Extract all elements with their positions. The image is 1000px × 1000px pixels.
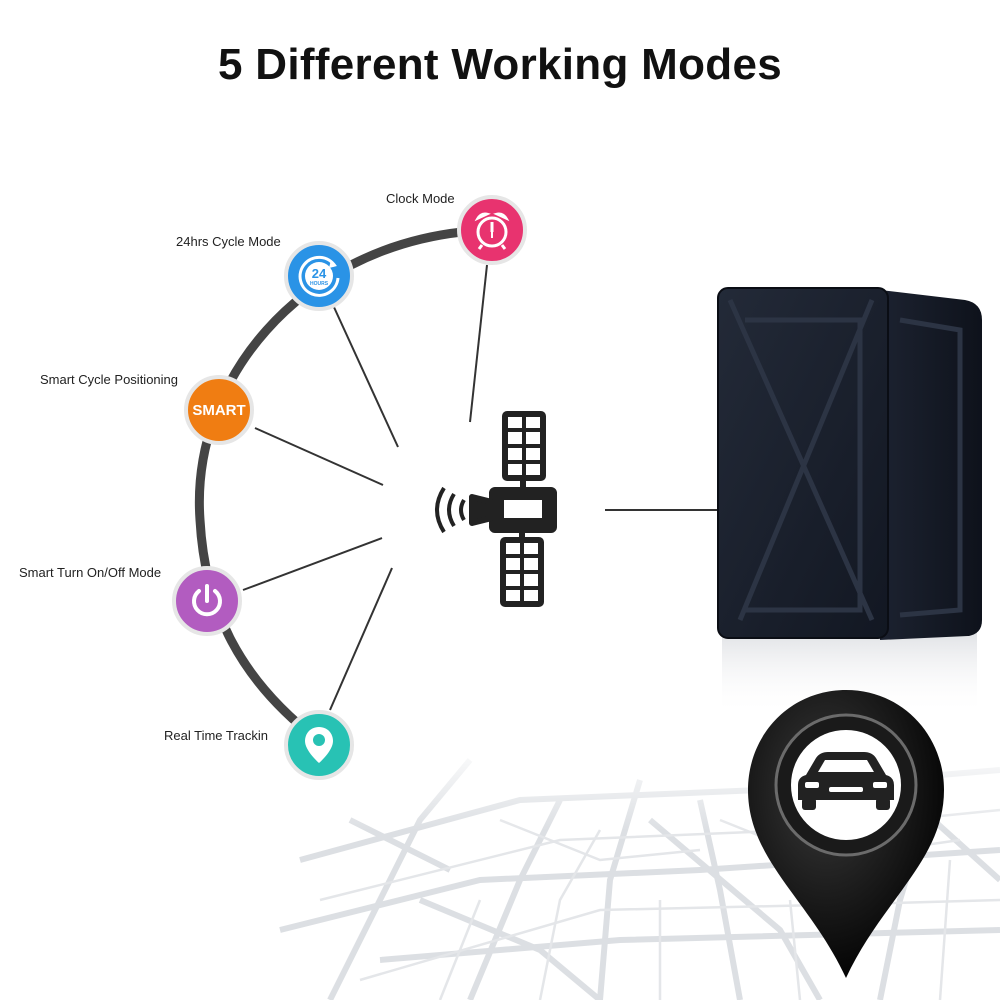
smart-turn-onoff-mode-label: Smart Turn On/Off Mode — [19, 565, 162, 580]
24hrs-cycle-mode-label: 24hrs Cycle Mode — [176, 234, 281, 249]
real-time-tracking-label: Real Time Trackin — [164, 728, 269, 743]
satellite-icon — [435, 411, 557, 607]
24hrs-cycle-badge: 24 HOURS — [284, 241, 354, 311]
car-icon — [798, 752, 894, 810]
smart-turn-onoff-badge — [172, 566, 242, 636]
24-hours-icon: 24 HOURS — [298, 255, 340, 297]
smart-cycle-badge: SMART — [184, 375, 254, 445]
real-time-tracking-badge — [284, 710, 354, 780]
location-marker — [748, 690, 944, 978]
power-icon — [192, 584, 222, 617]
location-pin-icon — [305, 727, 333, 763]
smart-text-icon: SMART — [192, 401, 246, 419]
alarm-clock-icon — [474, 212, 510, 250]
svg-text:24: 24 — [312, 266, 327, 281]
clock-mode-badge — [457, 195, 527, 265]
page-title: 5 Different Working Modes — [217, 40, 783, 89]
svg-text:HOURS: HOURS — [310, 281, 329, 287]
clock-mode-label: Clock Mode — [386, 191, 455, 206]
connector-lines — [242, 264, 718, 711]
gps-tracker-device — [717, 287, 982, 715]
smart-cycle-positioning-label: Smart Cycle Positioning — [40, 372, 178, 387]
